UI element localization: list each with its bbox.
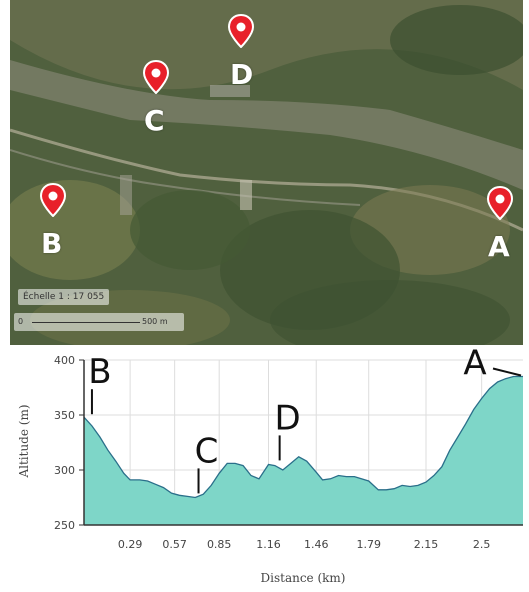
elevation-profile-chart: 0.29 0.57 0.85 1.16 1.46 1.79 2.15 2.5 250 300 35… [17, 345, 523, 585]
map-scale-text: Échelle 1 : 17 055 [18, 289, 110, 305]
marker-b-label: B [41, 227, 63, 260]
marker-a-pin-icon[interactable] [487, 186, 513, 220]
map-view[interactable]: D C B A Échelle 1 : 17 055 0 500 m [10, 0, 523, 345]
marker-d-label: D [230, 58, 254, 91]
annotation-d-label: D [275, 398, 301, 438]
altitude-area [84, 376, 523, 525]
x-tick-label: 2.5 [473, 538, 491, 551]
x-tick-labels: 0.29 0.57 0.85 1.16 1.46 1.79 2.15 2.5 [118, 538, 491, 551]
marker-c-label: C [144, 104, 165, 137]
x-tick-label: 0.85 [207, 538, 232, 551]
x-tick-label: 1.46 [304, 538, 329, 551]
annotation-c-label: C [195, 431, 219, 471]
marker-d-pin-icon[interactable] [228, 14, 254, 48]
x-tick-label: 0.29 [118, 538, 143, 551]
x-axis-label: Distance (km) [261, 571, 346, 585]
marker-b-pin-icon[interactable] [40, 183, 66, 217]
annotation-a-pointer [492, 367, 522, 377]
y-tick-label: 250 [54, 519, 75, 532]
annotation-b-label: B [88, 352, 111, 392]
y-tick-label: 300 [54, 464, 75, 477]
x-tick-label: 1.79 [356, 538, 381, 551]
x-tick-label: 2.15 [414, 538, 439, 551]
profile-annotations: B C D A [88, 345, 522, 494]
marker-a-label: A [488, 230, 510, 263]
scale-bar-start: 0 [18, 317, 24, 326]
marker-c-pin-icon[interactable] [143, 60, 169, 94]
y-tick-label: 400 [54, 354, 75, 367]
y-tick-label: 350 [54, 409, 75, 422]
map-scale-bar: 0 500 m [14, 313, 184, 331]
scale-bar-line [32, 322, 140, 323]
x-tick-label: 1.16 [256, 538, 281, 551]
y-tick-labels: 250 300 350 400 [54, 354, 84, 532]
y-axis-label: Altitude (m) [17, 404, 31, 478]
scale-bar-end: 500 m [142, 317, 168, 326]
x-tick-label: 0.57 [162, 538, 187, 551]
annotation-a-label: A [463, 345, 486, 384]
altitude-line [83, 375, 523, 499]
